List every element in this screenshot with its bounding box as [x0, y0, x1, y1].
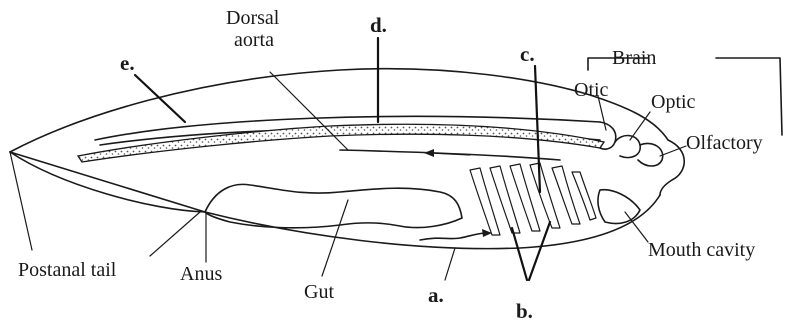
label-anus: Anus: [180, 263, 222, 285]
label-postanal-tail: Postanal tail: [18, 259, 117, 281]
pharynx-roof: [340, 150, 560, 160]
olfactory-lobe: [638, 143, 663, 166]
gill-slit-4: [530, 163, 560, 228]
labels: Brain Otic Optic Olfactory Dorsal aorta …: [18, 7, 763, 323]
gill-slit-3: [510, 164, 540, 231]
label-otic: Otic: [574, 79, 609, 101]
label-mouth-cavity: Mouth cavity: [648, 239, 755, 261]
leader-postanal-tail-tip: [10, 152, 32, 250]
leader-postanal-tail-base: [150, 212, 200, 256]
label-gut: Gut: [304, 281, 334, 303]
brain-bracket-right: [716, 58, 782, 135]
gill-slit-2: [490, 166, 520, 233]
mouth-cavity-outline: [598, 190, 640, 224]
inflow-stream: [420, 233, 485, 240]
leader-b-left: [512, 228, 527, 280]
label-c: c.: [520, 42, 535, 66]
label-a: a.: [428, 283, 444, 307]
leader-a: [445, 248, 455, 280]
label-brain: Brain: [612, 47, 656, 69]
label-olfactory: Olfactory: [686, 132, 763, 154]
leader-lines: [10, 38, 686, 280]
leader-otic: [598, 96, 606, 130]
tail-fin-edge: [10, 152, 205, 212]
leader-mouth-cavity: [625, 212, 648, 242]
label-dorsal-aorta-line2: aorta: [234, 29, 274, 51]
label-d: d.: [370, 13, 387, 37]
label-b: b.: [516, 299, 533, 323]
label-e: e.: [120, 51, 135, 75]
optic-bulge: [615, 136, 640, 158]
dorsal-aorta-arrowhead: [424, 149, 434, 157]
label-dorsal-aorta-line1: Dorsal: [226, 7, 280, 29]
gill-slit-1: [470, 168, 500, 235]
pharyngeal-slits: [470, 163, 596, 235]
brain-swellings: [600, 122, 663, 166]
label-optic: Optic: [651, 91, 696, 113]
leader-e: [135, 75, 185, 122]
leader-c: [535, 66, 540, 192]
